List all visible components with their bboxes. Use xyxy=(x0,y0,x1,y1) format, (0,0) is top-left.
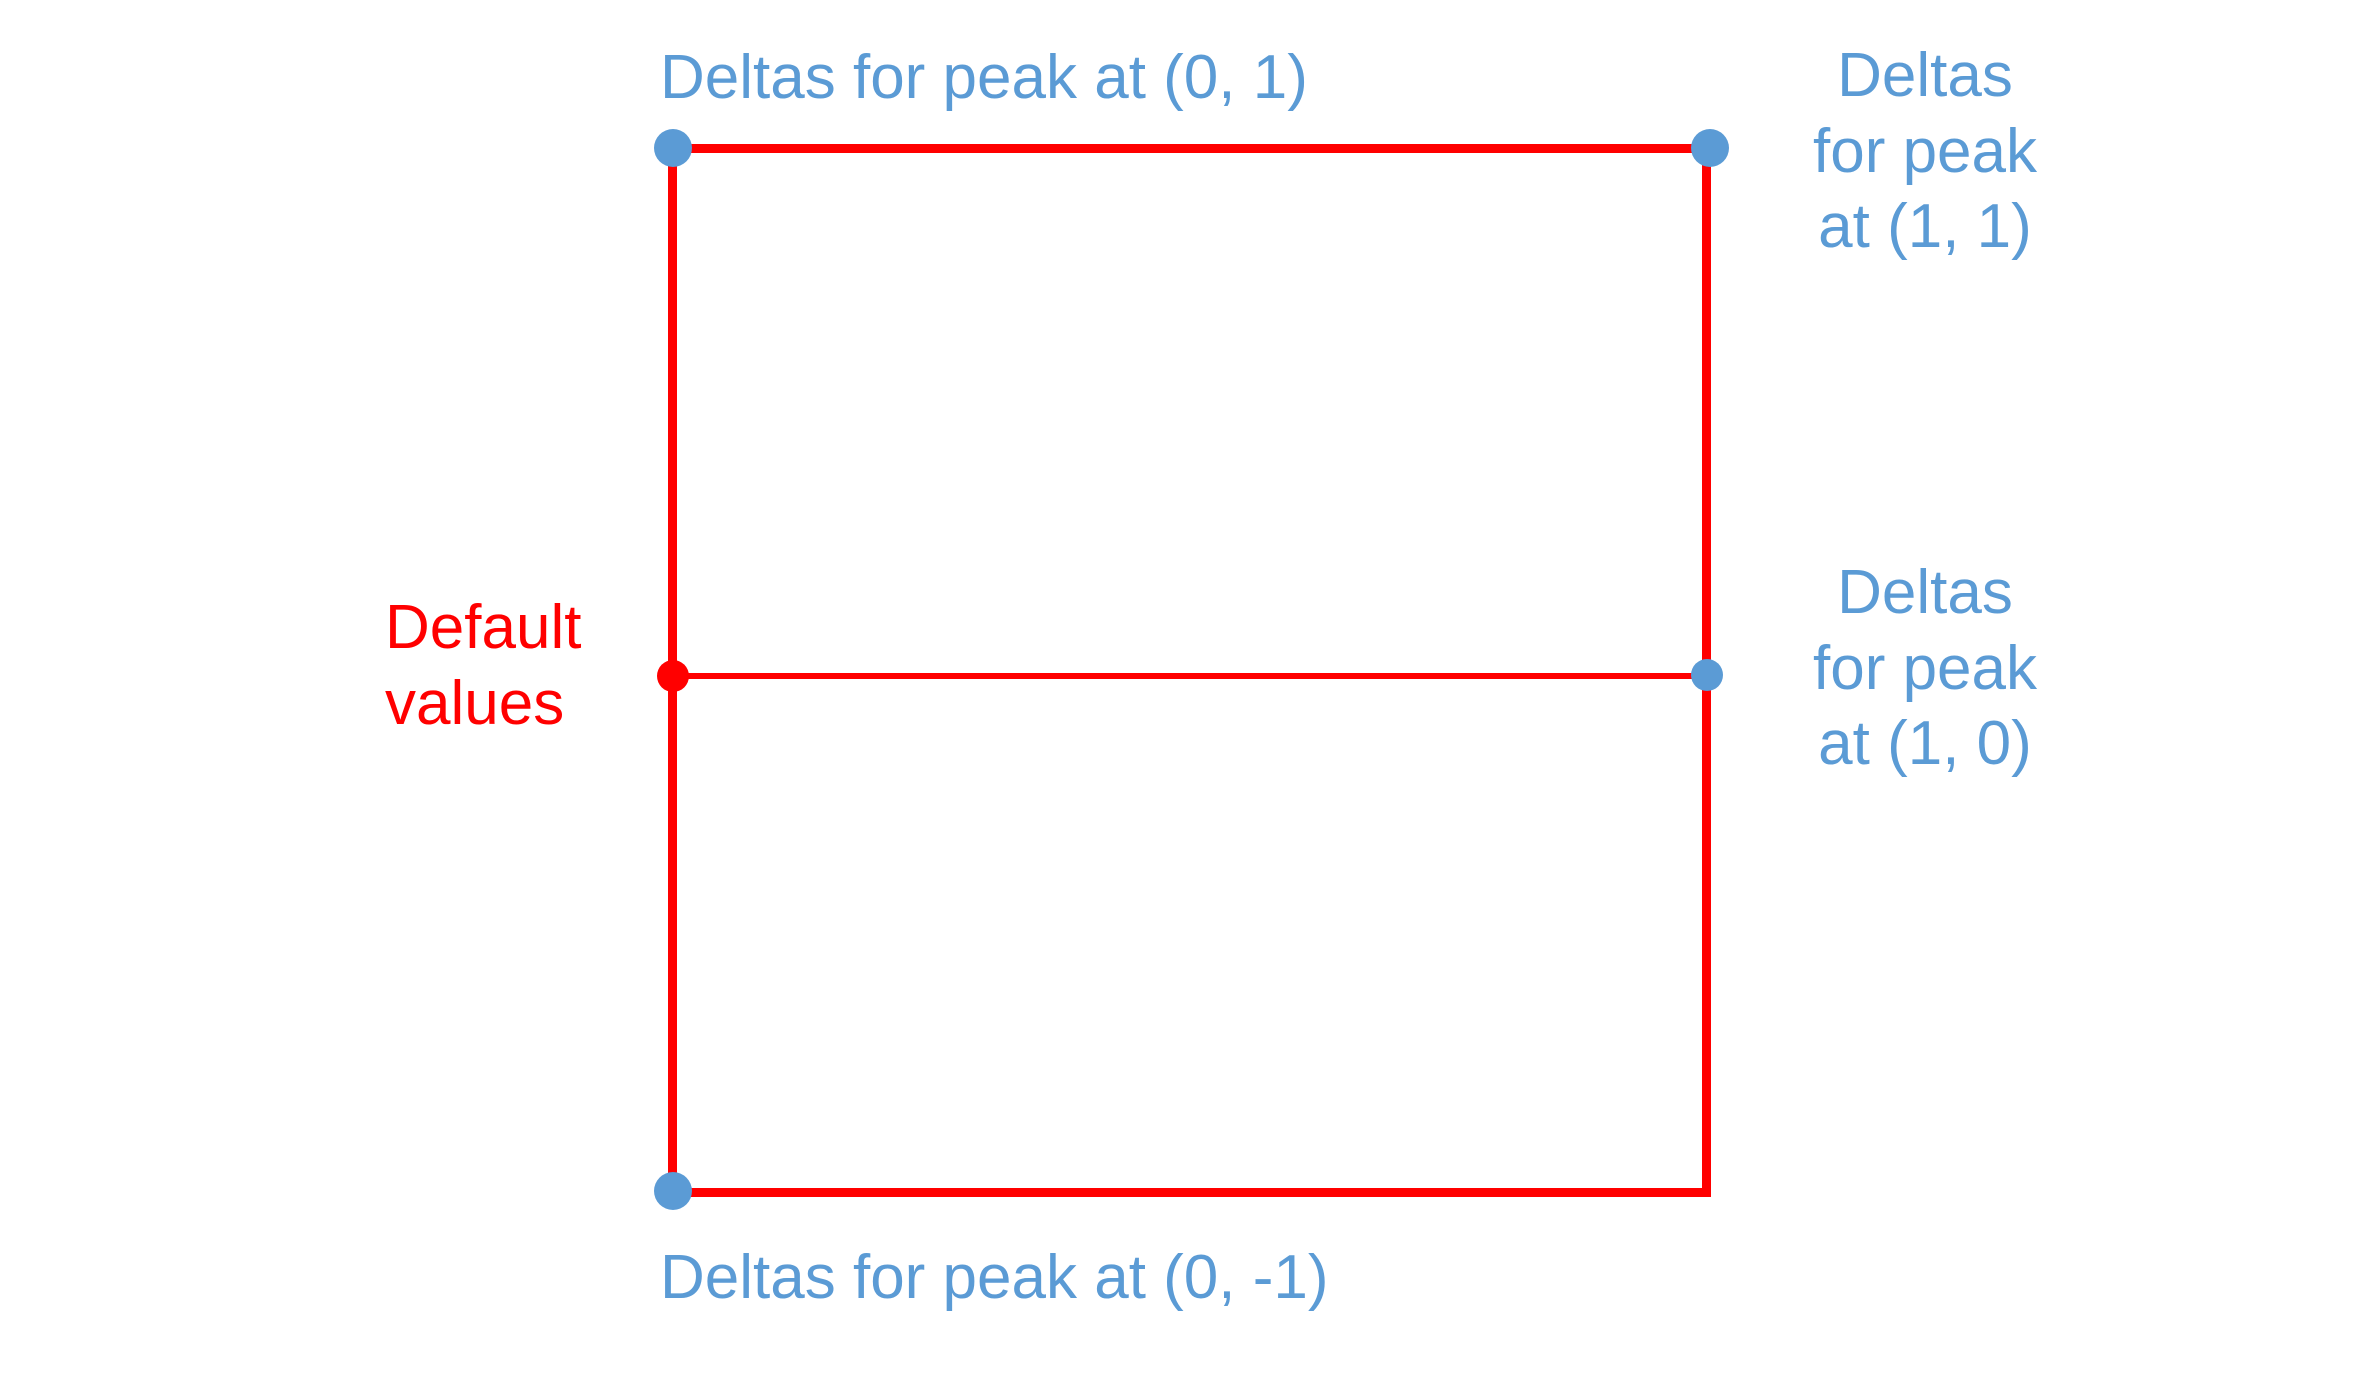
node-dot-mid-right[interactable] xyxy=(1691,659,1723,691)
label-default-values: Default values xyxy=(385,593,582,738)
node-dot-top-left[interactable] xyxy=(654,129,692,167)
edge-top xyxy=(668,144,1711,153)
node-dot-bottom-left[interactable] xyxy=(654,1172,692,1210)
node-dot-top-right[interactable] xyxy=(1691,129,1729,167)
edge-bottom xyxy=(668,1188,1711,1197)
node-dot-mid-left-default[interactable] xyxy=(657,660,689,692)
edge-middle-horizontal xyxy=(668,673,1711,679)
label-deltas-peak-0-1: Deltas for peak at (0, 1) xyxy=(660,43,1308,112)
label-deltas-peak-0-minus1: Deltas for peak at (0, -1) xyxy=(660,1243,1329,1312)
label-deltas-peak-1-1: Deltas for peak at (1, 1) xyxy=(1812,41,2038,262)
label-deltas-peak-1-0: Deltas for peak at (1, 0) xyxy=(1812,558,2038,779)
